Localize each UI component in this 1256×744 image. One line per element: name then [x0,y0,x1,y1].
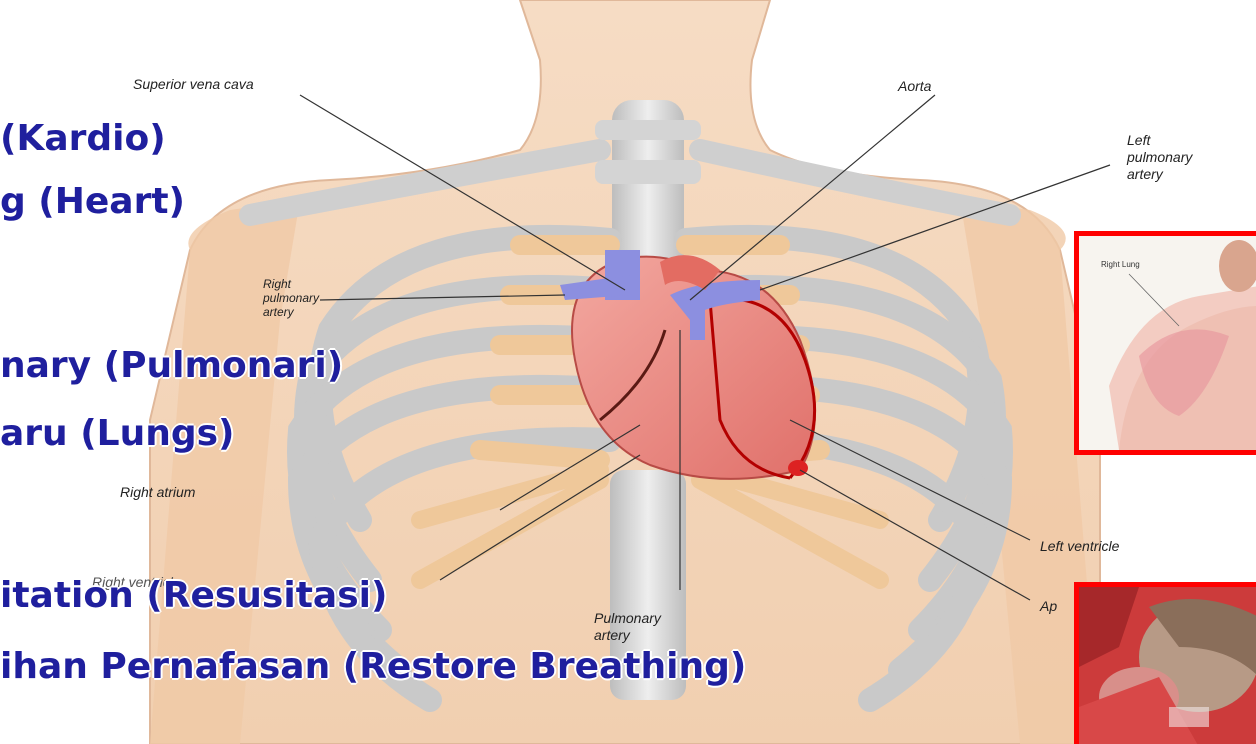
overlay-text-resuscitation: itation (Resusitasi) [0,575,387,617]
right-atrium-label: Right atrium [120,484,195,500]
pulmonary-artery-label: Pulmonary artery [594,610,661,644]
overlay-text-kardio: (Kardio) [0,118,166,160]
overlay-text-pulmonary: nary (Pulmonari) [0,345,343,387]
left-pulmonary-artery-label: Left pulmonary artery [1127,132,1192,183]
overlay-text-restore-breathing: ihan Pernafasan (Restore Breathing) [0,646,746,688]
right-lung-label: Right Lung [1101,260,1140,269]
rescue-breathing-photo [1079,587,1256,744]
apex-label: Ap [1040,598,1057,614]
aorta-label: Aorta [898,78,931,94]
rescue-breathing-thumbnail [1074,582,1256,744]
superior-vena-cava-label: Superior vena cava [133,76,254,92]
overlay-text-heart: g (Heart) [0,181,185,223]
lungs-thumbnail: Right Lung [1074,231,1256,455]
overlay-text-lungs: aru (Lungs) [0,413,235,455]
left-ventricle-label: Left ventricle [1040,538,1119,554]
right-pulmonary-artery-label: Right pulmonary artery [263,277,319,319]
